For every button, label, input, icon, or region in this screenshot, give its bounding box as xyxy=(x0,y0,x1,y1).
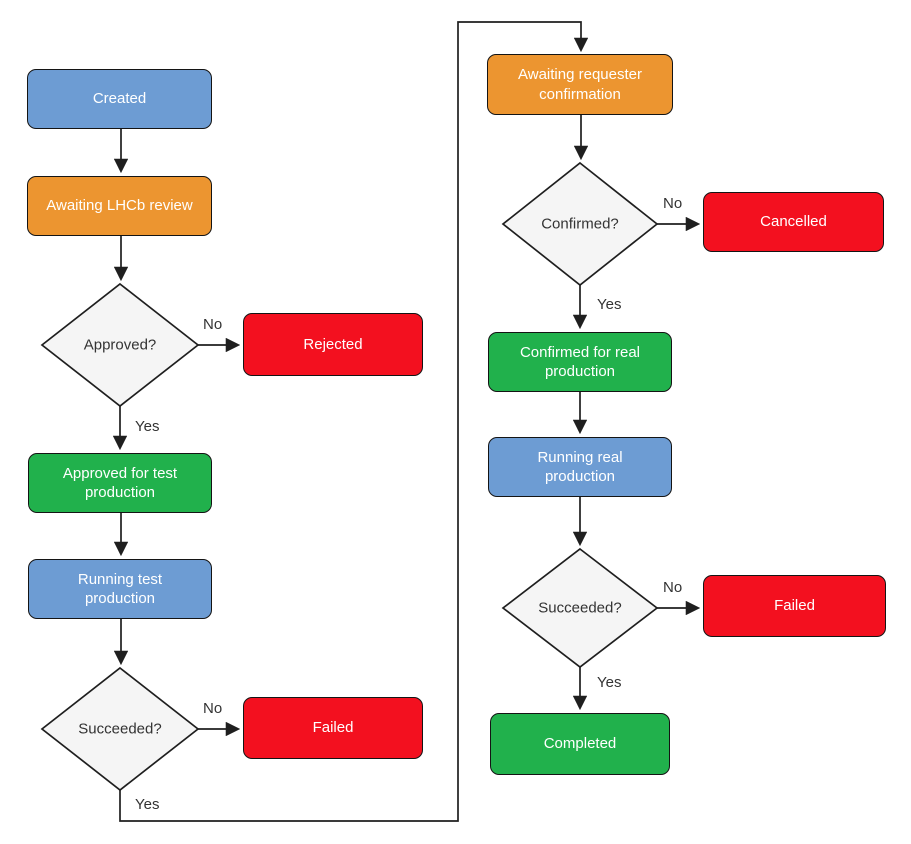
edge-label-approved-yes: Yes xyxy=(135,418,160,435)
edge-label-succeeded-real-no: No xyxy=(663,579,683,596)
state-node-approved-test-production: Approved for test production xyxy=(28,453,212,513)
state-node-failed-real: Failed xyxy=(703,575,886,637)
state-node-created: Created xyxy=(27,69,212,129)
edge-label-succeeded-real-yes: Yes xyxy=(597,674,622,691)
state-node-running-test-production: Running test production xyxy=(28,559,212,619)
decision-label-succeeded-real: Succeeded? xyxy=(538,599,622,617)
state-node-cancelled: Cancelled xyxy=(703,192,884,252)
edge-succeeded-test-yes-to-awaiting-requester xyxy=(119,21,589,822)
state-node-awaiting-lhcb-review: Awaiting LHCb review xyxy=(27,176,212,236)
state-node-completed: Completed xyxy=(490,713,670,775)
edge-label-approved-no: No xyxy=(203,316,223,333)
state-node-running-real-production: Running real production xyxy=(488,437,672,497)
decision-label-succeeded-test: Succeeded? xyxy=(78,720,162,738)
decision-diamond-confirmed xyxy=(501,161,659,287)
edge-label-confirmed-no: No xyxy=(663,195,683,212)
state-node-confirmed-real-production: Confirmed for real production xyxy=(488,332,672,392)
state-node-failed-test: Failed xyxy=(243,697,423,759)
decision-label-confirmed: Confirmed? xyxy=(541,215,619,233)
decision-label-approved: Approved? xyxy=(83,336,157,354)
edge-label-confirmed-yes: Yes xyxy=(597,296,622,313)
decision-diamond-approved xyxy=(40,282,200,408)
edge-label-succeeded-test-no: No xyxy=(203,700,223,717)
state-node-rejected: Rejected xyxy=(243,313,423,376)
decision-diamond-succeeded-real xyxy=(501,547,659,669)
state-node-awaiting-requester-confirmation: Awaiting requester confirmation xyxy=(487,54,673,115)
decision-diamond-succeeded-test xyxy=(40,666,200,792)
edge-label-succeeded-test-yes: Yes xyxy=(135,796,160,813)
